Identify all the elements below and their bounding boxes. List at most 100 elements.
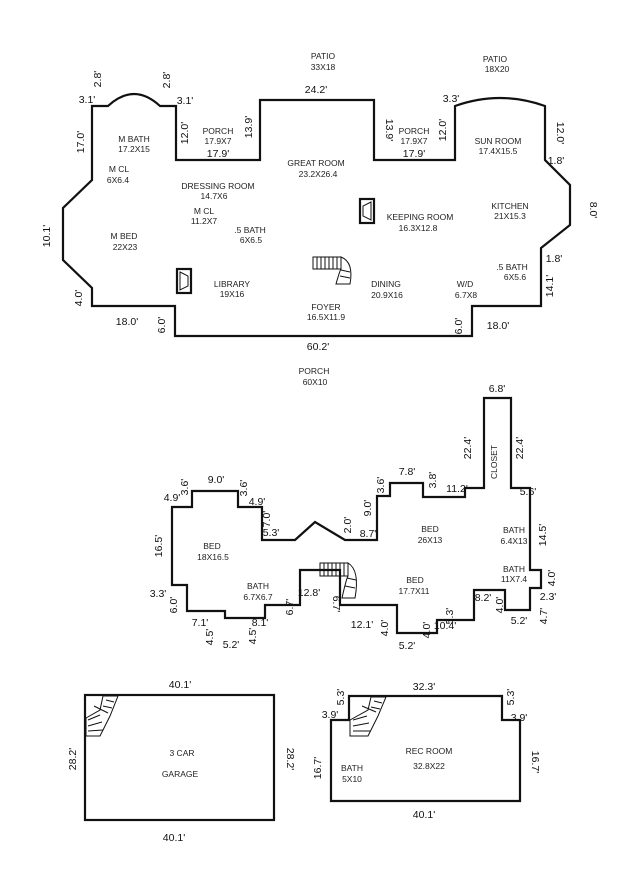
garage-plan: 3 CAR GARAGE 40.1' 40.1' 28.2' 28.2' bbox=[67, 679, 296, 844]
dim-2-8-left: 2.8' bbox=[92, 71, 104, 88]
dim-u-3-3: 3.3' bbox=[150, 588, 167, 600]
foyer-name: FOYER bbox=[311, 302, 340, 312]
keeping-room-fireplace bbox=[358, 197, 376, 225]
dim-u-5-3-b: 5.3' bbox=[444, 608, 456, 625]
dim-u-6-8: 6.8' bbox=[489, 383, 506, 395]
dim-u-5-2-a: 5.2' bbox=[223, 639, 240, 651]
dim-u-3-6-b: 3.6' bbox=[238, 480, 250, 497]
dim-1-8-b: 1.8' bbox=[546, 253, 563, 265]
bed-right-size: 17.7X11 bbox=[398, 586, 429, 596]
dim-b-16-7-l: 16.7' bbox=[312, 757, 324, 779]
dim-u-22-4-l: 22.4' bbox=[462, 437, 474, 459]
dim-12-0-c: 12.0' bbox=[554, 122, 566, 144]
dim-b-32-3: 32.3' bbox=[413, 681, 435, 693]
bath-left-size: 6.7X6.7 bbox=[243, 592, 273, 602]
half-bath-right-name: .5 BATH bbox=[496, 262, 528, 272]
dim-b-40-1: 40.1' bbox=[413, 809, 435, 821]
dim-u-4-9-a: 4.9' bbox=[164, 492, 181, 504]
dim-3-1-right: 3.1' bbox=[177, 95, 194, 107]
keeping-room-size: 16.3X12.8 bbox=[399, 223, 438, 233]
dim-u-3-6-a: 3.6' bbox=[179, 479, 191, 496]
main-floor-outline bbox=[61, 93, 572, 338]
upper-staircase bbox=[319, 562, 357, 599]
rec-room-outline bbox=[329, 694, 522, 803]
rec-room-name: REC ROOM bbox=[406, 746, 453, 756]
garage-outline bbox=[83, 693, 276, 822]
bed-left-name: BED bbox=[203, 541, 220, 551]
dim-8-0: 8.0' bbox=[587, 202, 599, 219]
dim-1-8-a: 1.8' bbox=[548, 155, 565, 167]
m-cl-left-size: 6X6.4 bbox=[107, 175, 129, 185]
dim-u-5-2-c: 5.2' bbox=[511, 615, 528, 627]
rec-room-plan: REC ROOM 32.8X22 BATH 5X10 32.3' 5.3' 5.… bbox=[312, 681, 541, 821]
library-name: LIBRARY bbox=[214, 279, 251, 289]
dim-b-16-7-r: 16.7' bbox=[529, 751, 541, 773]
dim-u-12-8: 12.8' bbox=[298, 587, 320, 599]
dim-u-6-7-a: 6.7' bbox=[284, 599, 296, 616]
patio-center-name: PATIO bbox=[311, 51, 336, 61]
dressing-room-size: 14.7X6 bbox=[201, 191, 228, 201]
porch-right-name: PORCH bbox=[399, 126, 430, 136]
dim-u-5-6: 5.6' bbox=[520, 486, 537, 498]
dim-u-11-2: 11.2' bbox=[446, 483, 468, 495]
dim-b-5-3-l: 5.3' bbox=[335, 689, 347, 706]
dressing-room-name: DRESSING ROOM bbox=[181, 181, 254, 191]
dim-12-0-a: 12.0' bbox=[179, 122, 191, 144]
porch-left-name: PORCH bbox=[203, 126, 234, 136]
dim-18-0-right: 18.0' bbox=[487, 320, 509, 332]
dim-garage-top: 40.1' bbox=[169, 679, 191, 691]
great-room-size: 23.2X26.4 bbox=[299, 169, 338, 179]
dim-3-1-left: 3.1' bbox=[79, 94, 96, 106]
basement-bath-size: 5X10 bbox=[342, 774, 362, 784]
dim-u-7-0: 7.0' bbox=[261, 511, 273, 528]
half-bath-left-size: 6X6.5 bbox=[240, 235, 262, 245]
wd-size: 6.7X8 bbox=[455, 290, 477, 300]
dim-u-16-5: 16.5' bbox=[153, 535, 165, 557]
dim-garage-left: 28.2' bbox=[67, 748, 79, 770]
dim-u-4-0-c: 4.0' bbox=[494, 597, 506, 614]
library-fireplace bbox=[175, 267, 193, 295]
m-cl-left-name: M CL bbox=[109, 164, 130, 174]
dim-u-7-8: 7.8' bbox=[399, 466, 416, 478]
bed-mid-size: 26X13 bbox=[418, 535, 443, 545]
dim-u-8-2: 8.2' bbox=[475, 592, 492, 604]
dim-u-6-7-b: 6.7' bbox=[330, 596, 342, 613]
bath-r1-size: 6.4X13 bbox=[501, 536, 528, 546]
dim-u-22-4-r: 22.4' bbox=[514, 437, 526, 459]
dim-6-0-left: 6.0' bbox=[156, 317, 168, 334]
great-room-name: GREAT ROOM bbox=[287, 158, 344, 168]
kitchen-size: 21X15.3 bbox=[494, 211, 526, 221]
dim-u-4-5-a: 4.5' bbox=[204, 629, 216, 646]
bath-r1-name: BATH bbox=[503, 525, 525, 535]
dim-u-4-5-b: 4.5' bbox=[247, 628, 259, 645]
dim-garage-right: 28.2' bbox=[284, 748, 296, 770]
bed-mid-name: BED bbox=[421, 524, 438, 534]
m-bed-size: 22X23 bbox=[113, 242, 138, 252]
garage-staircase bbox=[85, 695, 119, 737]
dim-6-0-right: 6.0' bbox=[453, 318, 465, 335]
porch-left-size: 17.9X7 bbox=[205, 136, 232, 146]
dim-u-4-0-d: 4.0' bbox=[546, 570, 558, 587]
sun-room-name: SUN ROOM bbox=[475, 136, 522, 146]
dim-13-9-a: 13.9' bbox=[243, 116, 255, 138]
patio-center-size: 33X18 bbox=[311, 62, 336, 72]
dim-u-4-0-b: 4.0' bbox=[421, 622, 433, 639]
upper-floor-plan: BED 18X16.5 BATH 6.7X6.7 BED 26X13 BED 1… bbox=[150, 383, 558, 652]
porch-left-width: 17.9' bbox=[207, 148, 229, 160]
closet-label: CLOSET bbox=[489, 445, 499, 479]
garage-name-1: 3 CAR bbox=[169, 748, 194, 758]
dim-u-2-0: 2.0' bbox=[342, 517, 354, 534]
dim-2-8-right: 2.8' bbox=[161, 72, 173, 89]
wd-name: W/D bbox=[457, 279, 474, 289]
dim-u-4-0-a: 4.0' bbox=[379, 620, 391, 637]
garage-name-2: GARAGE bbox=[162, 769, 199, 779]
foyer-size: 16.5X11.9 bbox=[307, 312, 345, 322]
dim-u-5-3: 5.3' bbox=[263, 527, 280, 539]
basement-bath-name: BATH bbox=[341, 763, 363, 773]
sun-room-size: 17.4X15.5 bbox=[479, 146, 518, 156]
porch-right-size: 17.9X7 bbox=[401, 136, 428, 146]
bath-r2-name: BATH bbox=[503, 564, 525, 574]
dim-14-1: 14.1' bbox=[544, 275, 556, 297]
dim-garage-bottom: 40.1' bbox=[163, 832, 185, 844]
